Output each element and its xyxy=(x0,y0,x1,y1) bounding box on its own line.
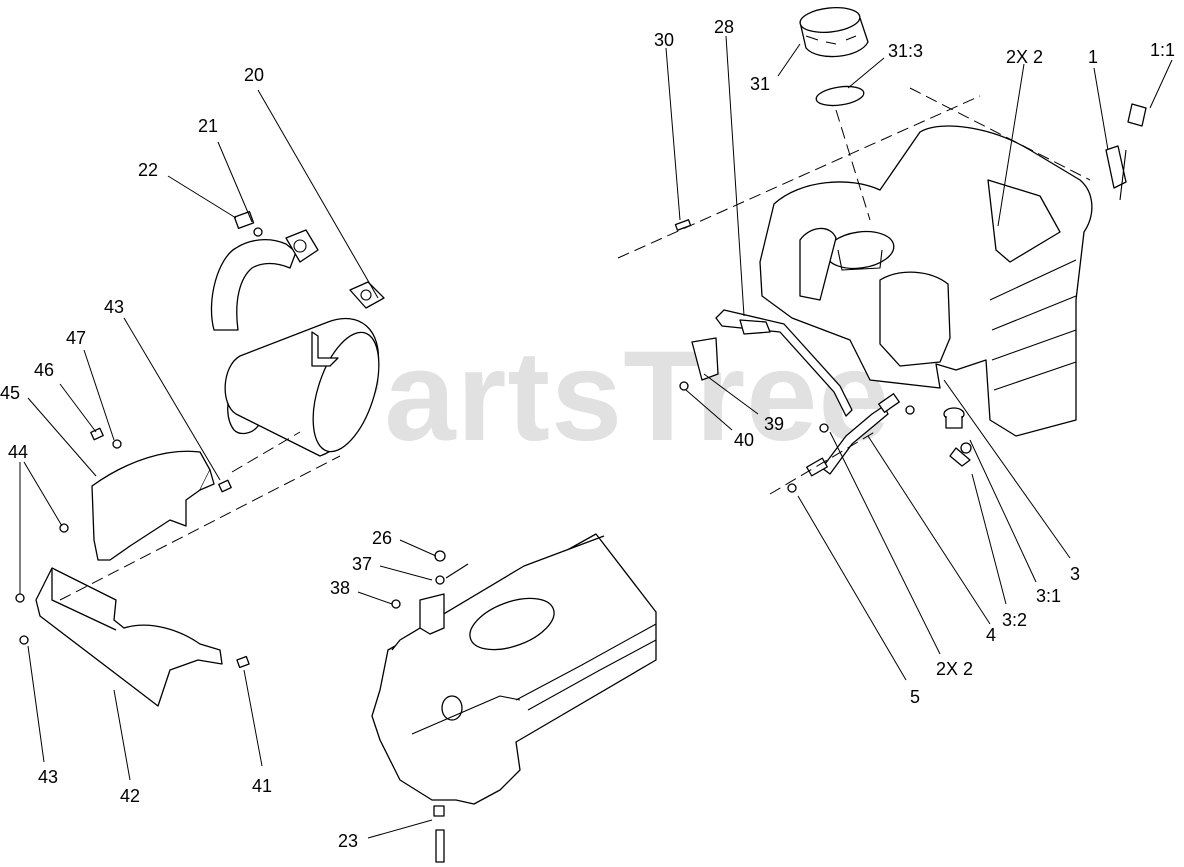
callout-22: 22 xyxy=(138,160,158,180)
callout-39: 39 xyxy=(764,414,784,434)
callout-20: 20 xyxy=(244,65,264,85)
callout-3-2: 3:2 xyxy=(1002,610,1027,630)
callout-40: 40 xyxy=(734,430,754,450)
small-hardware-right xyxy=(674,219,915,493)
callout-2x2-upper: 2X 2 xyxy=(1006,47,1043,67)
frame xyxy=(371,533,657,805)
callout-3-1: 3:1 xyxy=(1036,586,1061,606)
callout-23: 23 xyxy=(338,831,358,851)
fuel-valve-3 xyxy=(943,407,972,467)
exhaust-pipe-20 xyxy=(210,229,319,435)
fuel-gauge-1 xyxy=(1105,103,1147,201)
muffler xyxy=(224,317,380,457)
callout-1-1: 1:1 xyxy=(1150,40,1175,60)
callout-30: 30 xyxy=(654,30,674,50)
callout-21: 21 xyxy=(198,116,218,136)
fuel-tank xyxy=(759,125,1093,437)
callout-46: 46 xyxy=(34,360,54,380)
callout-5: 5 xyxy=(910,687,920,707)
leader-lines xyxy=(19,35,1173,839)
callout-2x2-lower: 2X 2 xyxy=(936,659,973,679)
hidden-lines-left xyxy=(59,431,341,601)
small-hardware-left xyxy=(15,427,250,669)
callout-4: 4 xyxy=(986,625,996,645)
heat-shield-45 xyxy=(91,450,215,561)
gasket-20 xyxy=(349,281,385,309)
watermark-text: PartsTree xyxy=(298,325,891,468)
callout-31-3: 31:3 xyxy=(888,41,923,61)
callout-3: 3 xyxy=(1070,564,1080,584)
callout-28: 28 xyxy=(714,17,734,37)
hidden-lines-right xyxy=(617,87,1091,495)
callout-43-lower: 43 xyxy=(38,767,58,787)
callout-45: 45 xyxy=(0,383,20,403)
callout-47: 47 xyxy=(66,328,86,348)
fuel-line-28 xyxy=(715,309,853,417)
callout-31: 31 xyxy=(750,74,770,94)
callout-44: 44 xyxy=(8,442,28,462)
frame-hardware xyxy=(391,550,469,863)
callout-26: 26 xyxy=(372,528,392,548)
callout-41: 41 xyxy=(252,776,272,796)
callout-38: 38 xyxy=(330,578,350,598)
callout-43-upper: 43 xyxy=(104,297,124,317)
gasket-31-3 xyxy=(815,85,865,107)
callouts: 20 21 22 43 47 46 45 44 43 42 41 26 37 3… xyxy=(0,17,1175,851)
fuel-cap-31 xyxy=(799,7,869,58)
callout-42: 42 xyxy=(120,786,140,806)
callout-37: 37 xyxy=(352,554,372,574)
bolt-21 xyxy=(233,210,263,237)
callout-1: 1 xyxy=(1088,47,1098,67)
watermark: PartsTree TM xyxy=(298,301,891,468)
bracket-39 xyxy=(691,337,719,381)
heat-shield-42 xyxy=(35,567,223,707)
